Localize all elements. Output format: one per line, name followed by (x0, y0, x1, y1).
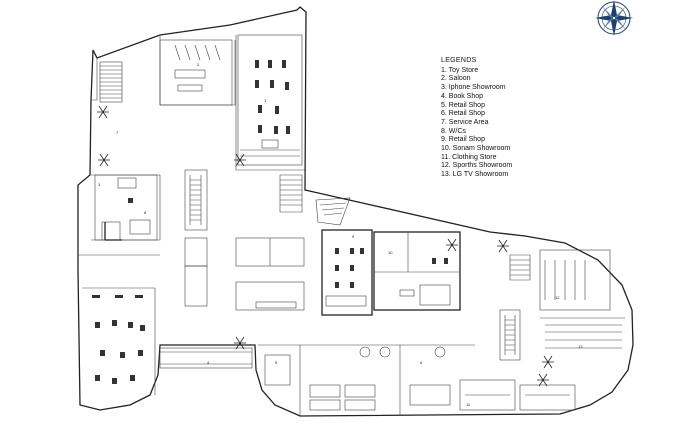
legend-item: 4. Book Shop (441, 92, 484, 100)
room-middle-right (321, 229, 461, 316)
legend-item: 10. Sonam Showroom (441, 145, 511, 153)
room-label-7: 7 (116, 130, 119, 135)
legend: LEGENDS 1. Toy Store 2. Saloon 3. Iphone… (441, 57, 512, 180)
room-label-11: 11 (466, 402, 471, 407)
legend-item: 9. Retail Shop (441, 136, 485, 144)
room-label-8: 8 (144, 210, 147, 215)
room-left-service (94, 174, 158, 241)
legend-list: 1. Toy Store 2. Saloon 3. Iphone Showroo… (441, 67, 512, 180)
building-outline (77, 6, 634, 417)
room-label-5: 5 (275, 360, 278, 365)
room-label-4: 4 (207, 360, 210, 365)
room-label-9: 9 (352, 234, 355, 239)
room-label-1: 1 (264, 98, 267, 103)
legend-item: 1. Toy Store (441, 66, 479, 74)
room-left-lower (82, 287, 156, 395)
corridor-bottom (159, 347, 253, 369)
legend-item: 13. LG TV Showroom (441, 171, 509, 179)
room-label-3: 3 (98, 182, 101, 187)
room-label-6: 6 (420, 360, 423, 365)
stairs-right (279, 174, 351, 226)
legend-title: LEGENDS (441, 57, 477, 64)
plant-markers (97, 105, 554, 387)
legend-item: 3. Iphone Showroom (441, 84, 506, 92)
atrium-blocks (184, 237, 305, 311)
room-top-center (159, 39, 233, 106)
room-east-wing (499, 249, 625, 361)
room-label-10: 10 (388, 250, 393, 255)
legend-item: 12. Sporths Showroom (441, 162, 513, 170)
legend-item: 11. Clothing Store (441, 153, 497, 161)
legend-item: 2. Saloon (441, 75, 471, 83)
room-label-13: 13 (578, 344, 583, 349)
legend-item: 6. Retail Shop (441, 110, 485, 118)
compass-rose-icon (591, 0, 637, 40)
legend-item: 8. W/Cs (441, 127, 466, 135)
room-south-row (258, 344, 576, 416)
room-label-2: 2 (197, 62, 200, 67)
stairs-top-left (99, 61, 123, 103)
legend-item: 7. Service Area (441, 118, 489, 126)
room-label-12: 12 (555, 295, 560, 300)
legend-item: 5. Retail Shop (441, 101, 485, 109)
escalator-center (184, 169, 208, 231)
room-top-right (237, 34, 303, 166)
